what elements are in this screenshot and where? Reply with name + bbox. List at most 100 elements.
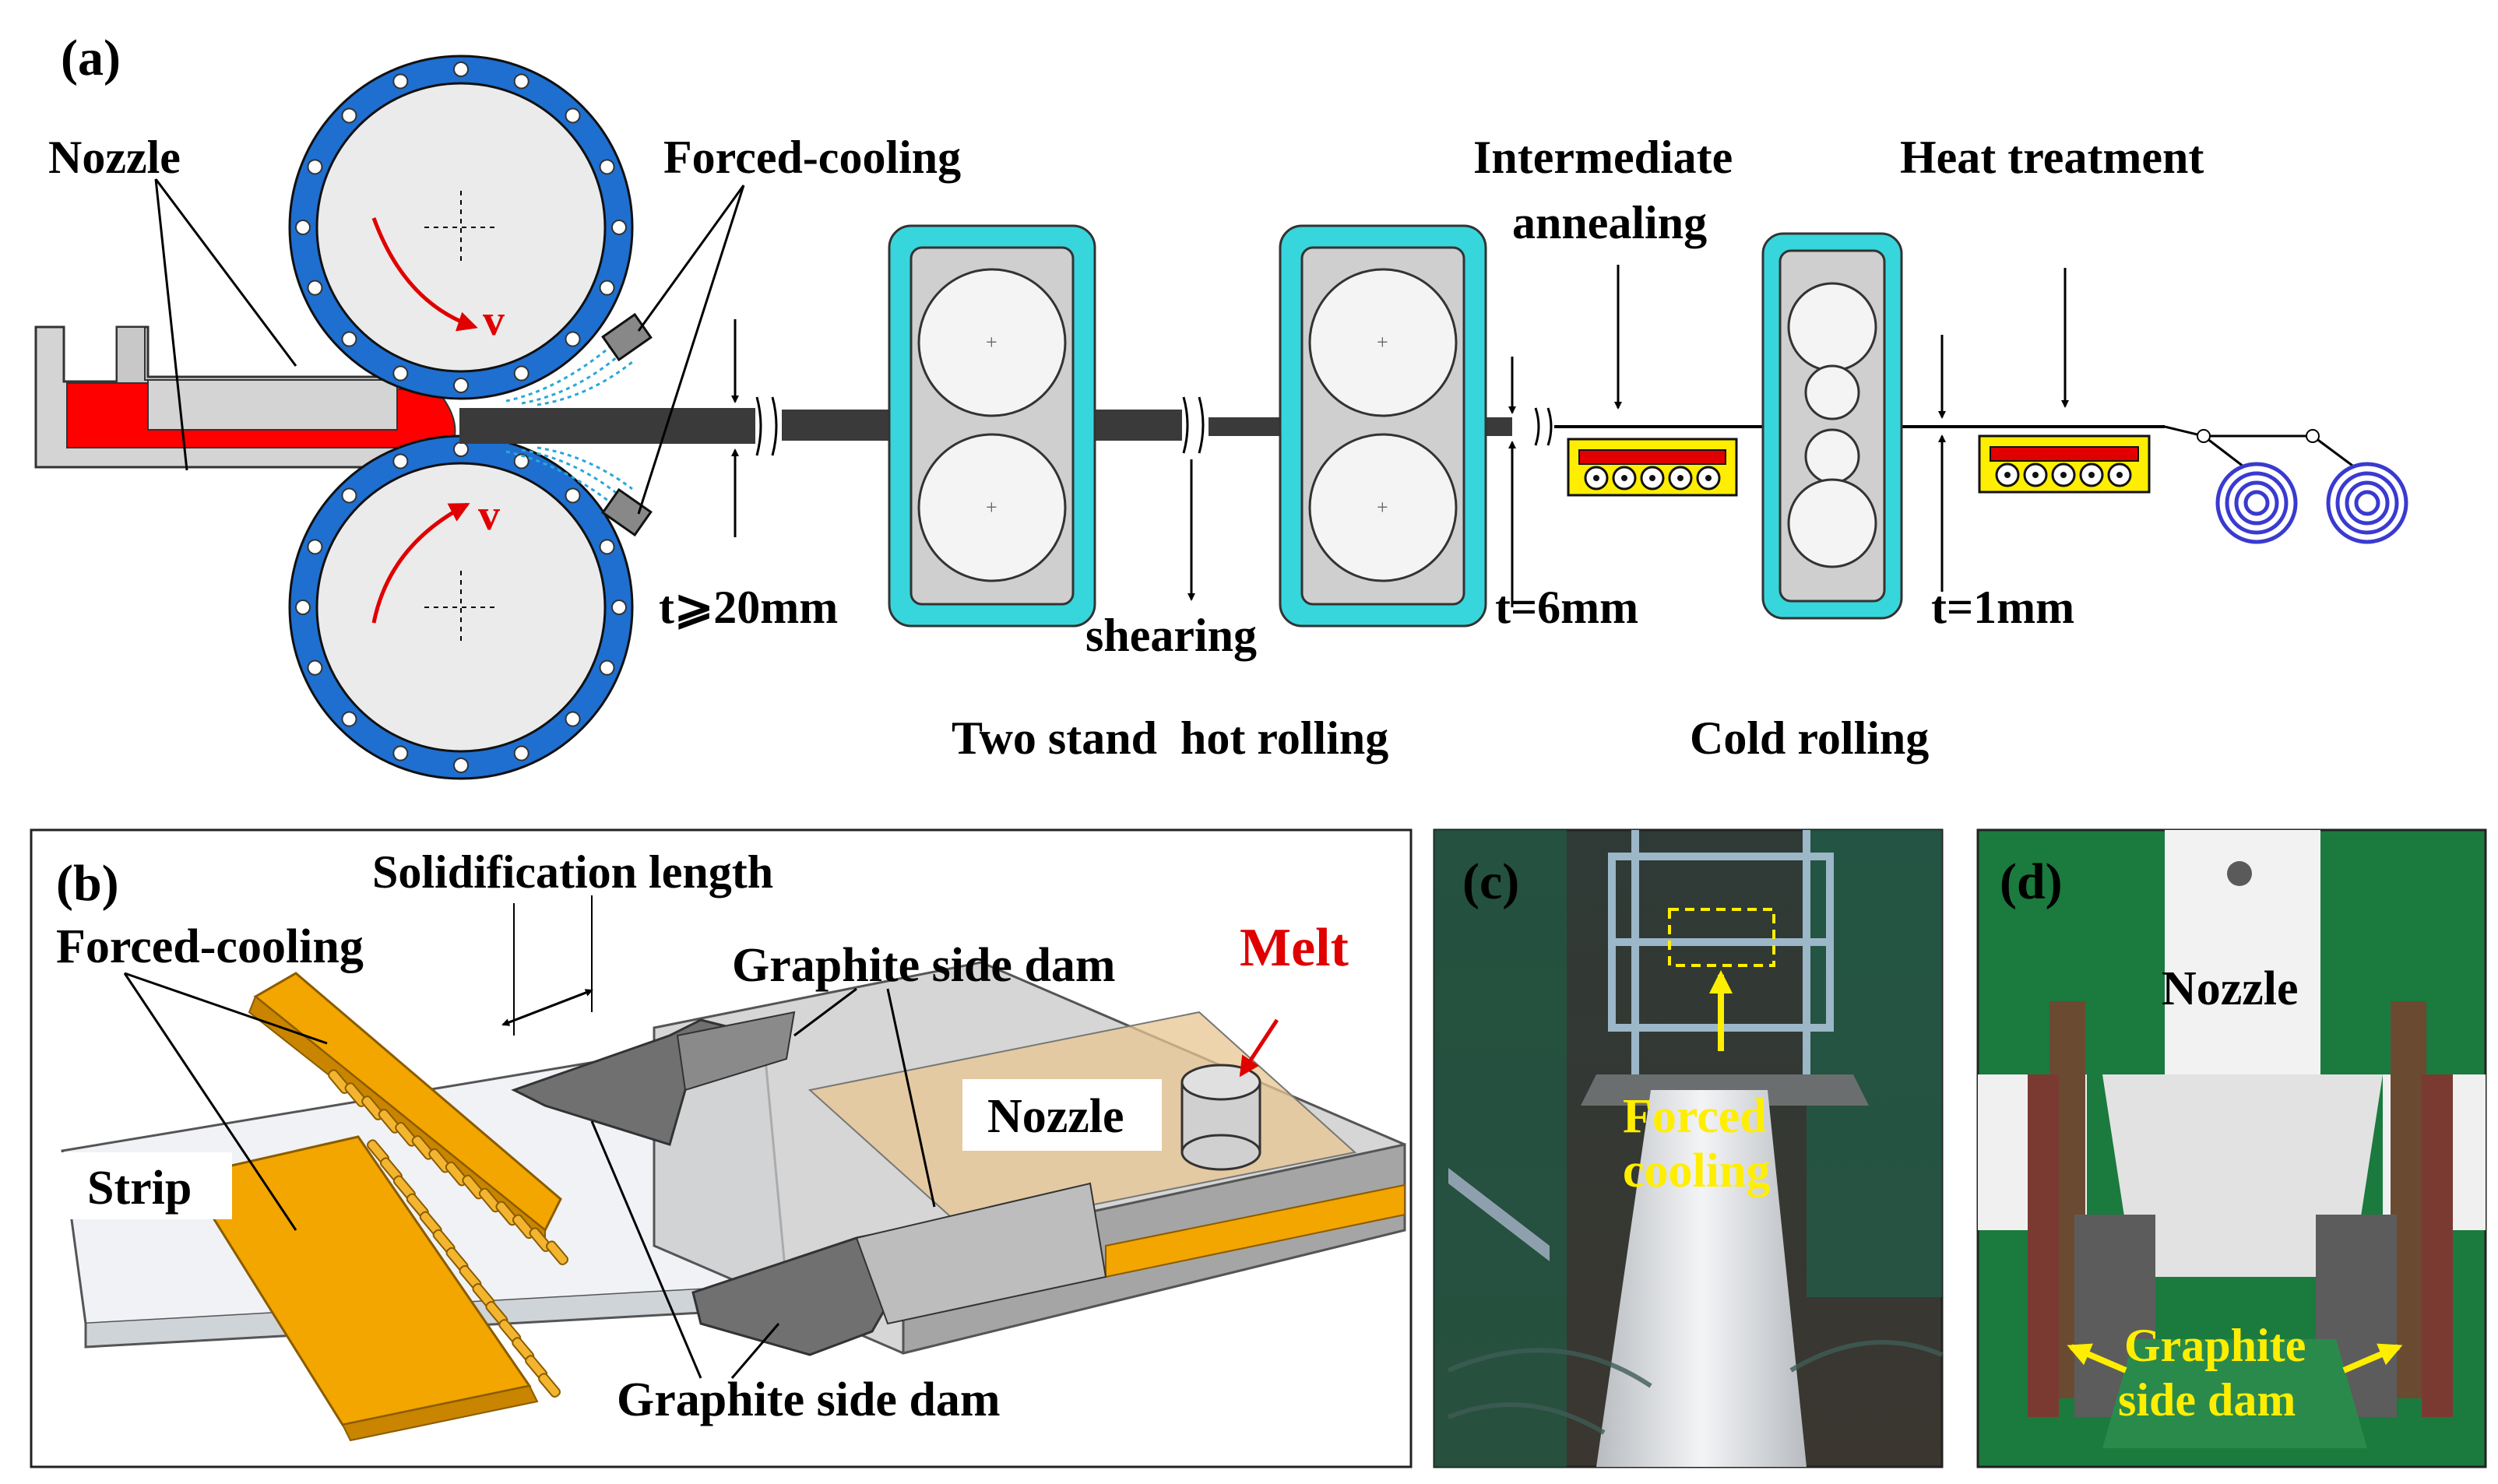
roll-bolt xyxy=(307,539,323,555)
roll-bolt xyxy=(392,73,409,90)
coil-2 xyxy=(2326,462,2408,544)
roll-bolt xyxy=(307,280,323,296)
cold-rolling-label: Cold rolling xyxy=(1690,712,1929,764)
roll-bolt xyxy=(611,220,627,235)
roll-bolt xyxy=(565,107,581,124)
roll-bolt xyxy=(513,745,530,761)
furnace-roller-axle xyxy=(2116,472,2123,478)
furnace-roller-axle xyxy=(1649,475,1655,481)
panel-c-photo: (c) Forced cooling xyxy=(1433,828,1944,1468)
roll-speed-top: v xyxy=(483,297,505,345)
graphite-side-dam-label-bottom: Graphite side dam xyxy=(617,1373,1001,1426)
furnace-roller-axle xyxy=(1677,475,1684,481)
roll-bolt xyxy=(565,331,581,347)
coil-1 xyxy=(2215,462,2298,544)
roll-bolt xyxy=(341,331,357,347)
nozzle-cylinder xyxy=(1180,1064,1261,1171)
panel-b-label: (b) xyxy=(56,855,119,912)
roll-bolt xyxy=(513,73,530,90)
roll-bolt xyxy=(599,539,615,555)
hot-rolling-label: Two stand hot rolling xyxy=(952,712,1388,764)
roll-speed-bottom: v xyxy=(478,491,500,540)
roll-bolt xyxy=(453,378,469,393)
panel-d-label: (d) xyxy=(2000,853,2063,910)
rotation-arrow-top xyxy=(371,217,478,332)
nozzle-label-b: Nozzle xyxy=(987,1090,1124,1143)
furnace-roller-axle xyxy=(2004,472,2011,478)
nozzle-body xyxy=(34,325,456,469)
panel-b: (b) Melt Nozzle xyxy=(30,828,1413,1468)
roll-bolt xyxy=(599,159,615,175)
intermediate-annealing-label-2: annealing xyxy=(1512,197,1707,248)
furnace-roller-axle xyxy=(2088,472,2095,478)
furnace-roller-axle xyxy=(1593,475,1599,481)
annealing-furnace xyxy=(1567,438,1738,497)
graphite-photo-label-2: side dam xyxy=(2118,1374,2296,1426)
graphite-photo-label-1: Graphite xyxy=(2124,1320,2306,1371)
panel-c-label: (c) xyxy=(1462,853,1519,910)
bottom-roll: v xyxy=(288,434,634,780)
forced-cooling-label-a: Forced-cooling xyxy=(663,132,961,183)
highlight-box xyxy=(1668,908,1775,967)
forced-cooling-photo-label-2: cooling xyxy=(1623,1145,1770,1197)
svg-text:+: + xyxy=(986,331,997,353)
roll-bolt xyxy=(392,745,409,761)
roll-bolt xyxy=(513,453,530,469)
roll-bolt xyxy=(295,220,311,235)
roll-bolt xyxy=(565,487,581,504)
panel-a: (a) Nozzle v xyxy=(34,30,2408,780)
svg-text:+: + xyxy=(1377,331,1388,353)
top-roll: v xyxy=(288,55,634,400)
cooling-fin xyxy=(546,1240,569,1266)
intermediate-annealing-label-1: Intermediate xyxy=(1473,132,1733,183)
hot-rolling-stand-1: ++ xyxy=(888,224,1096,628)
cooling-nozzle-bottom xyxy=(601,487,653,537)
roll-bolt xyxy=(392,453,409,469)
thickness-cast: t⩾20mm xyxy=(659,582,838,633)
heat-treatment-furnace xyxy=(1978,434,2151,494)
roll-bolt xyxy=(611,600,627,615)
hot-rolling-stand-2: ++ xyxy=(1279,224,1487,628)
roll-bolt xyxy=(341,107,357,124)
svg-text:+: + xyxy=(986,496,997,519)
roll-bolt xyxy=(453,62,469,77)
panel-a-label: (a) xyxy=(61,30,121,86)
roll-bolt xyxy=(599,659,615,676)
furnace-roller-axle xyxy=(2032,472,2039,478)
solidification-length-label: Solidification length xyxy=(372,846,773,898)
shearing-label: shearing xyxy=(1085,610,1257,661)
roll-bolt xyxy=(341,487,357,504)
cooling-spray xyxy=(505,341,633,508)
rotation-arrow-bottom xyxy=(371,502,470,624)
roll-bolt xyxy=(453,758,469,773)
strip-photo xyxy=(1596,1090,1807,1467)
nozzle-photo xyxy=(2165,830,2320,1090)
thickness-hot: t=6mm xyxy=(1495,582,1638,633)
forced-cooling-part-upper xyxy=(248,972,569,1266)
panel-d-photo: (d) Nozzle Graphite side dam xyxy=(1976,828,2487,1468)
cast-strip xyxy=(459,408,755,444)
furnace-roller-axle xyxy=(2060,472,2067,478)
furnace-roller-axle xyxy=(1705,475,1712,481)
roll-bolt xyxy=(295,600,311,615)
roll-bolt xyxy=(599,280,615,296)
nozzle-photo-label: Nozzle xyxy=(2162,962,2299,1015)
svg-text:+: + xyxy=(1377,496,1388,519)
nozzle-label: Nozzle xyxy=(48,132,181,183)
melt-label: Melt xyxy=(1240,918,1349,978)
roll-bolt xyxy=(307,659,323,676)
furnace-roller-axle xyxy=(1621,475,1627,481)
cooling-nozzle-top xyxy=(601,312,653,362)
forced-cooling-photo-label-1: Forced xyxy=(1623,1090,1767,1143)
strip-label: Strip xyxy=(87,1162,192,1215)
roll-bolt xyxy=(565,711,581,727)
heat-treatment-label: Heat treatment xyxy=(1900,132,2204,183)
roll-bolt xyxy=(453,441,469,457)
thickness-cold: t=1mm xyxy=(1931,582,2074,633)
forced-cooling-part-lower xyxy=(185,1135,561,1442)
roll-bolt xyxy=(341,711,357,727)
roll-bolt xyxy=(392,365,409,382)
roll-bolt xyxy=(307,159,323,175)
graphite-side-dam-label-top: Graphite side dam xyxy=(732,939,1116,992)
